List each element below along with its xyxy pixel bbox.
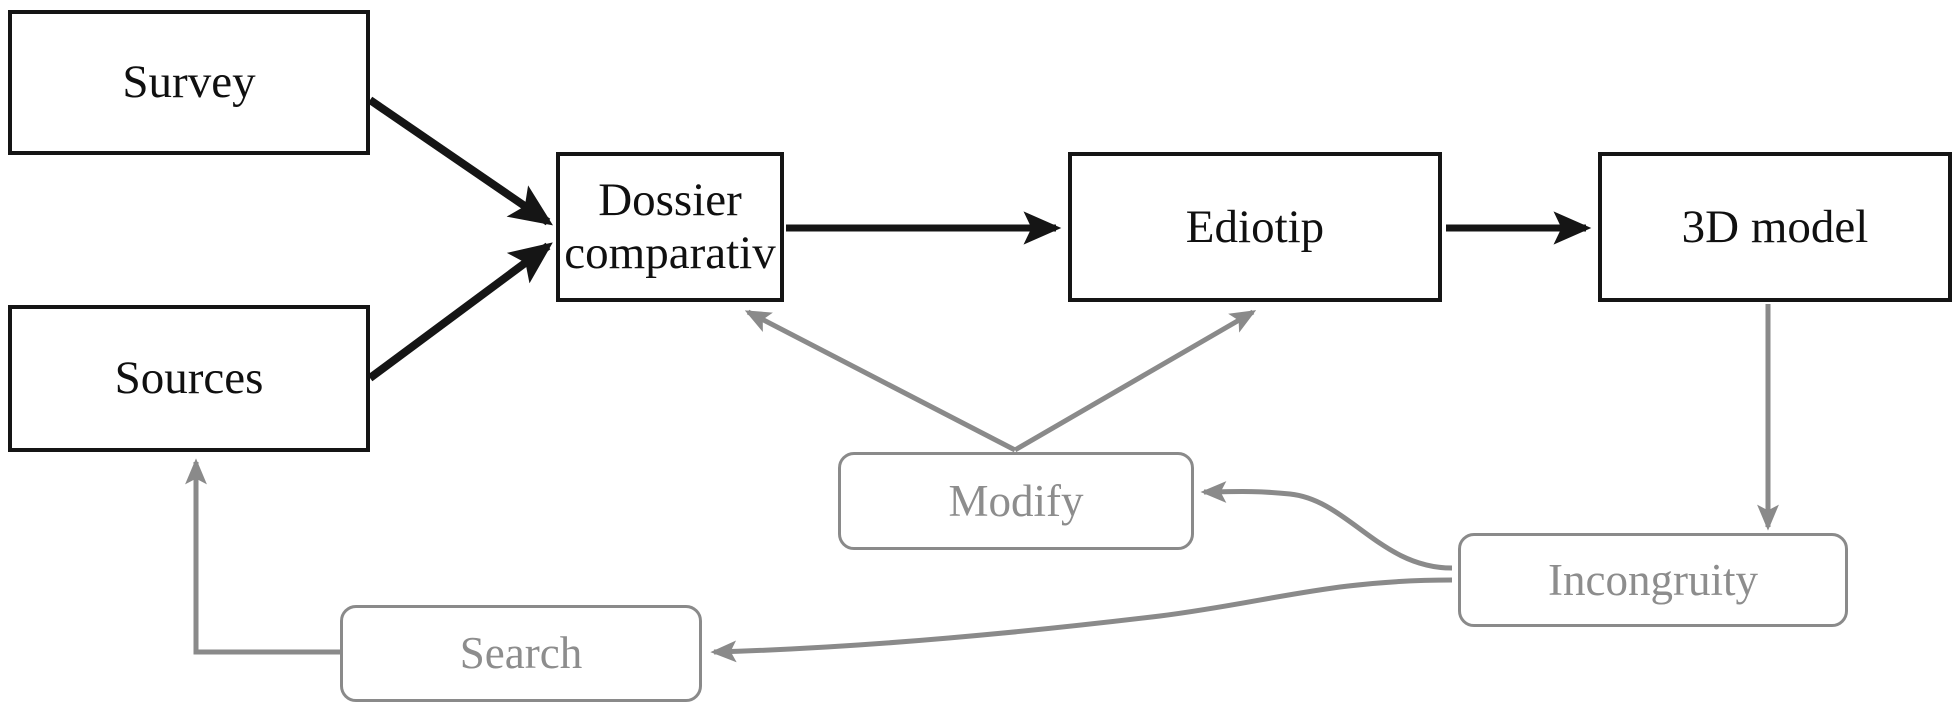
edge-modify-to-dossier [744, 309, 1017, 453]
node-incongruity[interactable]: Incongruity [1458, 533, 1848, 627]
node-modify-label: Modify [948, 475, 1084, 526]
node-search[interactable]: Search [340, 605, 702, 702]
node-3d-model-label: 3D model [1681, 200, 1869, 253]
node-dossier-comparativ-label: Dossier comparativ [564, 174, 776, 279]
edge-incongruity-to-search [710, 577, 1453, 663]
node-ediotip[interactable]: Ediotip [1068, 152, 1442, 302]
edge-search-to-sources [185, 458, 340, 655]
node-3d-model[interactable]: 3D model [1598, 152, 1952, 302]
edge-sources-to-dossier [367, 242, 553, 382]
node-search-label: Search [459, 628, 583, 679]
edge-modify-to-ediotip [1013, 309, 1257, 453]
node-survey[interactable]: Survey [8, 10, 370, 155]
node-survey-label: Survey [122, 56, 256, 109]
edge-survey-to-dossier [367, 96, 553, 226]
node-incongruity-label: Incongruity [1548, 554, 1758, 605]
node-modify[interactable]: Modify [838, 452, 1194, 550]
node-ediotip-label: Ediotip [1185, 200, 1325, 253]
node-sources-label: Sources [114, 352, 264, 405]
node-sources[interactable]: Sources [8, 305, 370, 452]
edge-incongruity-to-modify [1200, 481, 1453, 571]
node-dossier-comparativ[interactable]: Dossier comparativ [556, 152, 784, 302]
